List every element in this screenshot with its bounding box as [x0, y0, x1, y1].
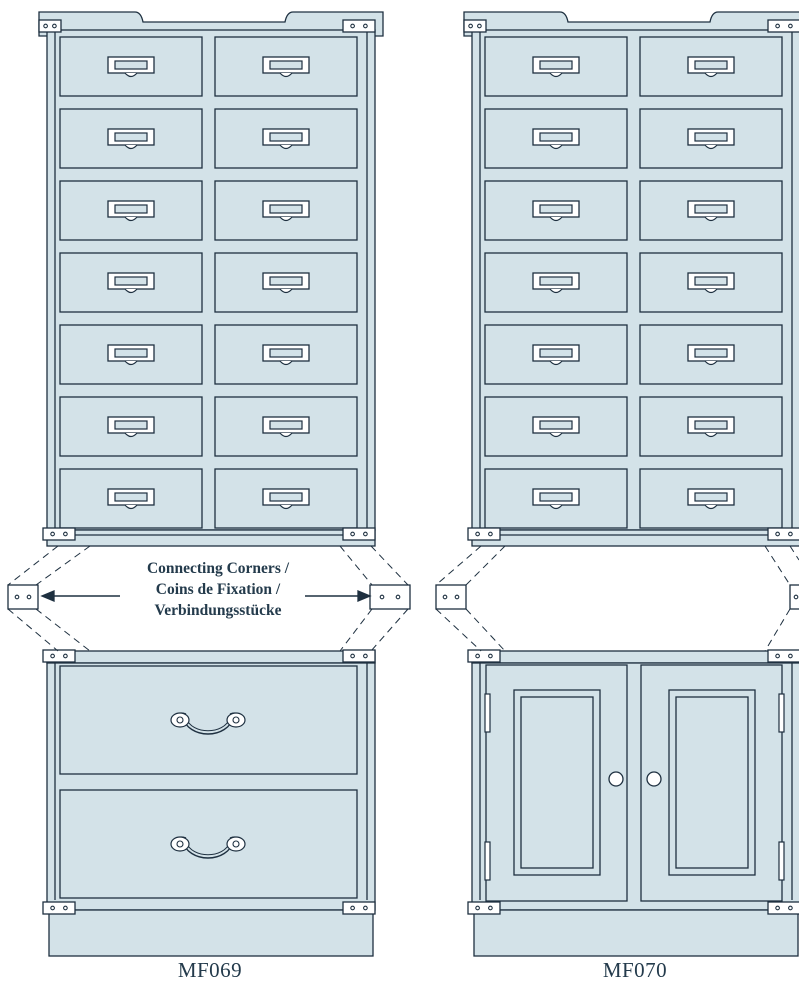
card-holder-handle	[532, 272, 580, 294]
connecting-corner-bracket	[42, 901, 76, 915]
card-holder-handle	[107, 344, 155, 366]
connecting-corner-bracket	[767, 19, 799, 33]
model-code-mf070: MF070	[602, 958, 668, 982]
connecting-corners-label: Connecting Corners / Coins de Fixation /…	[110, 558, 326, 621]
card-holder-handle	[262, 128, 310, 150]
connecting-corner-bracket	[342, 649, 376, 663]
loose-corner-bracket	[7, 584, 39, 610]
card-holder-handle	[687, 416, 735, 438]
plinth	[473, 909, 799, 957]
card-holder-handle	[532, 344, 580, 366]
drawer-bottom	[59, 789, 358, 899]
assembly-guide-line	[435, 545, 482, 586]
bail-pull-handle	[170, 836, 246, 859]
assembly-guide-line	[764, 545, 791, 586]
door-knob	[646, 771, 662, 787]
assembly-guide-line	[789, 545, 799, 561]
card-holder-handle	[532, 488, 580, 510]
door-knob	[608, 771, 624, 787]
card-holder-handle	[262, 272, 310, 294]
plinth	[48, 909, 374, 957]
bail-pull-handle	[170, 712, 246, 735]
card-holder-handle	[532, 128, 580, 150]
connecting-corner-bracket	[767, 527, 799, 541]
door-hinge	[484, 693, 491, 733]
model-code-mf069: MF069	[177, 958, 243, 982]
door-hinge	[484, 841, 491, 881]
assembly-guide-line	[465, 608, 506, 652]
door-panel-inner	[520, 696, 594, 869]
assembly-guide-line	[764, 608, 791, 652]
card-holder-handle	[687, 488, 735, 510]
connecting-corner-bracket	[342, 901, 376, 915]
card-holder-handle	[107, 488, 155, 510]
assembly-guide-line	[370, 608, 409, 652]
connecting-corner-bracket	[463, 19, 487, 33]
assembly-guide-line	[465, 545, 506, 586]
door-panel-inner	[675, 696, 749, 869]
assembly-guide-line	[435, 608, 482, 652]
card-holder-handle	[687, 200, 735, 222]
assembly-guide-line	[339, 608, 373, 652]
card-holder-handle	[262, 488, 310, 510]
connecting-corner-bracket	[342, 19, 376, 33]
connecting-corner-bracket	[467, 901, 501, 915]
drawer-top	[59, 665, 358, 775]
card-holder-handle	[262, 56, 310, 78]
card-holder-handle	[107, 128, 155, 150]
assembly-guide-line	[339, 545, 373, 586]
card-holder-handle	[532, 200, 580, 222]
assembly-guide-line	[370, 545, 409, 586]
card-holder-handle	[107, 416, 155, 438]
card-holder-handle	[687, 56, 735, 78]
connecting-corner-bracket	[467, 649, 501, 663]
callout-line-2: Coins de Fixation /	[155, 581, 281, 598]
connecting-corner-bracket	[42, 527, 76, 541]
card-holder-handle	[687, 128, 735, 150]
connecting-corner-bracket	[767, 901, 799, 915]
card-holder-handle	[687, 344, 735, 366]
assembly-guide-line	[7, 545, 59, 586]
assembly-guide-line	[7, 608, 59, 652]
connecting-corner-bracket	[342, 527, 376, 541]
callout-line-1: Connecting Corners /	[146, 560, 290, 577]
arrowhead-left	[40, 590, 55, 602]
assembly-guide-line	[35, 608, 91, 652]
connecting-corner-bracket	[42, 649, 76, 663]
drawer	[639, 324, 783, 385]
loose-corner-bracket	[369, 584, 411, 610]
door-hinge	[778, 841, 785, 881]
loose-corner-bracket	[789, 584, 799, 610]
connecting-corner-bracket	[38, 19, 62, 33]
card-holder-handle	[107, 272, 155, 294]
card-holder-handle	[262, 200, 310, 222]
upper-drawer-cabinet	[463, 11, 799, 547]
card-holder-handle	[532, 56, 580, 78]
door-hinge	[778, 693, 785, 733]
upper-drawer-cabinet	[38, 11, 384, 547]
card-holder-handle	[532, 416, 580, 438]
connecting-corner-bracket	[467, 527, 501, 541]
card-holder-handle	[107, 200, 155, 222]
loose-corner-bracket	[435, 584, 467, 610]
card-holder-handle	[262, 344, 310, 366]
arrowhead-right	[357, 590, 372, 602]
drawer	[639, 396, 783, 457]
assembly-guide-line	[35, 545, 91, 586]
callout-line-3: Verbindungsstücke	[154, 602, 282, 619]
card-holder-handle	[687, 272, 735, 294]
card-holder-handle	[262, 416, 310, 438]
connecting-corner-bracket	[767, 649, 799, 663]
card-holder-handle	[107, 56, 155, 78]
